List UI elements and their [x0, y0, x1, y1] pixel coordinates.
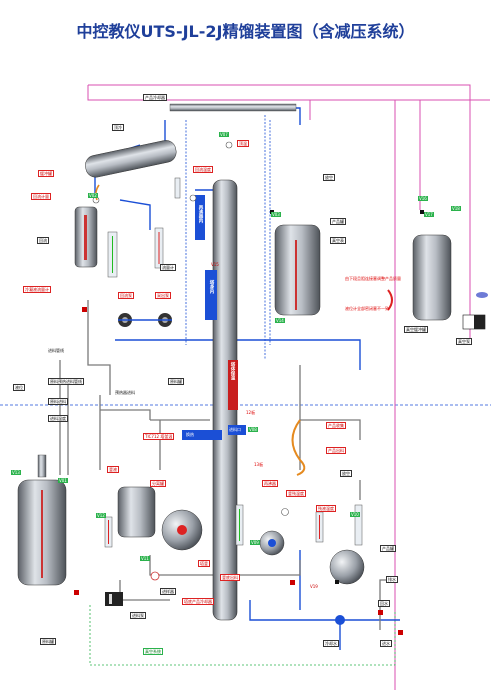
- small-valves: [74, 307, 403, 635]
- label-water-out: 回水: [378, 600, 390, 607]
- label-meter: 流量计: [160, 264, 176, 271]
- pink-pipes: [87, 84, 490, 690]
- label-tower-section-a: 再沸器内: [198, 205, 203, 223]
- label-bottom-temp: 釜残温度: [286, 490, 306, 497]
- label-v15: V15: [211, 262, 219, 267]
- label-tic712: TIC712 塔釜温: [143, 433, 175, 440]
- label-v14: V14: [275, 318, 285, 323]
- product-cooler-top: [169, 103, 297, 112]
- label-left-level: 液位: [13, 384, 25, 391]
- label-note2: 液位计全部密闭塞不一致: [345, 306, 389, 311]
- label-product-cool: 塔底产品冷却器: [182, 598, 214, 605]
- label-reflux-dump: 回流: [37, 237, 49, 244]
- label-reflux-meter: 回流计量: [31, 193, 51, 200]
- label-preheater: 预热器进料: [115, 390, 135, 395]
- label-v01: V01: [58, 478, 68, 483]
- label-residue-temp: 残液温度: [316, 505, 336, 512]
- label-vacuum-buffer: 真空缓冲罐: [404, 326, 428, 333]
- label-v18: V18: [451, 206, 461, 211]
- label-red-band: 塔体保温: [230, 362, 235, 380]
- top-gauge-2: [189, 194, 197, 202]
- label-return-temp: 回流温度: [193, 166, 213, 173]
- label-plate-section: 进料口: [229, 427, 241, 432]
- blue-dashed-pipes: [185, 115, 271, 360]
- label-left-in: 原料进料: [48, 398, 68, 405]
- vacuum-gauge: [476, 292, 488, 298]
- label-reboiler: 再沸器: [262, 480, 278, 487]
- label-sample: 进样器: [160, 588, 176, 595]
- label-vent-2: 放空: [340, 470, 352, 477]
- label-v02: V02: [88, 193, 98, 198]
- label-feed-vessel: 原料罐: [168, 378, 184, 385]
- orange-hose: [291, 419, 306, 476]
- residue-sphere: [329, 549, 365, 585]
- top-gauge-3: [225, 141, 233, 149]
- label-top-temp: 顶温: [237, 140, 249, 147]
- label-vacuum-pump: 真空泵: [456, 338, 472, 345]
- label-water-in: 进水: [380, 640, 392, 647]
- label-product-pump: 采出泵: [155, 292, 171, 299]
- tower-section-red: [228, 360, 238, 410]
- bottom-pump: [105, 592, 123, 606]
- product-tank: [274, 224, 321, 316]
- label-v03: V03: [271, 212, 281, 217]
- water-valve[interactable]: [335, 615, 345, 625]
- label-feed-temp: 进料温度: [48, 415, 68, 422]
- label-product-tank: 产品罐: [330, 218, 346, 225]
- label-tank-left: 原料罐: [40, 638, 56, 645]
- label-top-cooler: 顶冷: [112, 124, 124, 131]
- label-product-collect: 产品收集: [326, 422, 346, 429]
- label-tower-kettle: 塔釜: [198, 560, 210, 567]
- red-curved-arrow: [387, 289, 393, 311]
- green-pipes: [89, 605, 396, 666]
- mid-gauge: [281, 508, 289, 516]
- label-note1: 由下段且阻连接塞调整产品质量: [345, 276, 401, 281]
- label-feed-line: 原料预热进料管线: [48, 378, 84, 385]
- label-v10: V10: [350, 512, 360, 517]
- small-meter: [174, 177, 181, 199]
- label-v13: V13: [11, 470, 21, 475]
- reflux-level-gauge: [84, 215, 87, 260]
- label-bottom-pump: 进料泵: [130, 612, 146, 619]
- label-v11: V11: [140, 556, 150, 561]
- label-product-out: 产品出料: [326, 447, 346, 454]
- label-oil-bath: 釜液: [107, 466, 119, 473]
- label-plate-12: 12板: [246, 410, 256, 415]
- label-reflux-pump: 回流泵: [118, 292, 134, 299]
- tower-section-blue-2: [205, 270, 217, 320]
- label-v08: V08: [248, 427, 258, 432]
- feed-funnel: [37, 454, 47, 478]
- label-v19: V19: [310, 584, 318, 589]
- label-sep-tank: 分离罐: [150, 480, 166, 487]
- label-plate-13: 13板: [254, 462, 264, 467]
- sample-valve[interactable]: [150, 571, 160, 581]
- diagram-title: 中控教仪UTS-JL-2J精馏装置图（含减压系统）: [76, 22, 415, 41]
- label-product-cooler: 产品冷却器: [143, 94, 167, 101]
- tower-section-blue: [195, 195, 205, 240]
- label-product-tank-c: 产品罐: [380, 545, 396, 552]
- label-vac-sys: 真空系统: [143, 648, 163, 655]
- label-vent-tank: 缓冲罐: [38, 170, 54, 177]
- far-right-meter: [354, 504, 363, 546]
- label-vacuum-gauge: 真空表: [330, 237, 346, 244]
- label-heater-fluid: 釜底出料: [220, 574, 240, 581]
- label-left-feed: 进料管线: [48, 348, 64, 353]
- vacuum-buffer-tank: [412, 234, 452, 321]
- label-cool-water: 冷却水: [323, 640, 339, 647]
- label-sewer: 排水: [386, 576, 398, 583]
- tower-band-blue-2: [228, 425, 246, 435]
- label-v17: V17: [424, 212, 434, 217]
- tower-band-blue: [182, 430, 222, 440]
- label-vent: 放空: [323, 174, 335, 181]
- label-v16: V16: [418, 196, 428, 201]
- label-condensate-meter: 冷凝液流量计: [23, 286, 51, 293]
- label-tower-section-b: 塔身内: [209, 280, 214, 294]
- oil-bath-tank: [117, 486, 156, 538]
- label-v12: V12: [96, 513, 106, 518]
- label-v07: V07: [219, 132, 229, 137]
- label-mid-band: 换热: [186, 432, 194, 437]
- label-v09: V09: [250, 540, 260, 545]
- top-condenser: [85, 140, 177, 178]
